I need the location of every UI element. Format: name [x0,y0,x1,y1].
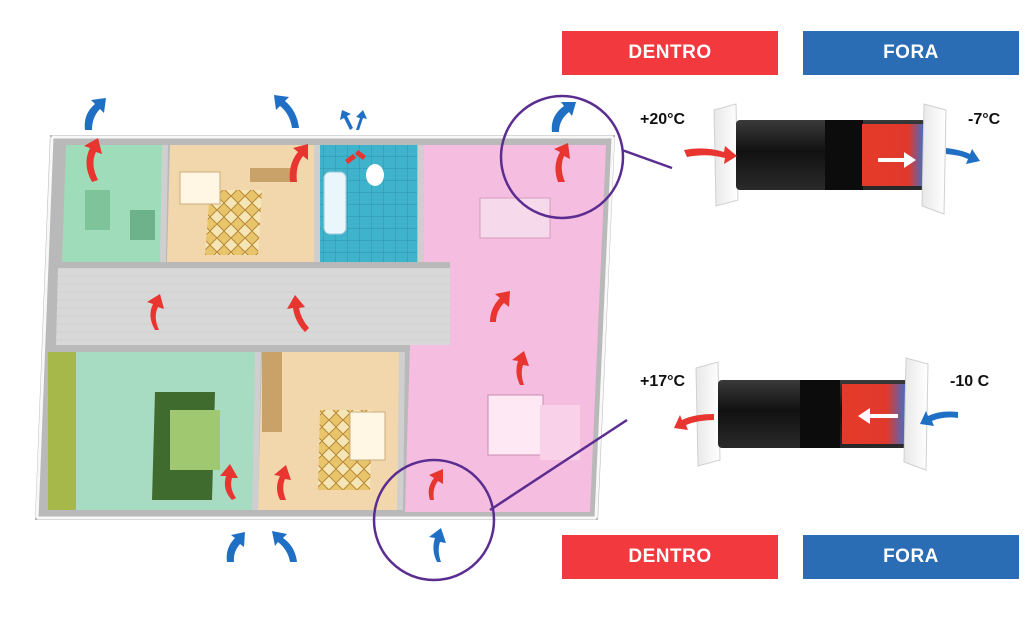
red-airflow-arrow-icon [84,138,102,182]
red-airflow-arrow-icon [684,146,737,164]
red-airflow-arrow-icon [674,414,714,430]
room-green-top [62,145,163,262]
red-airflow-arrow-icon [147,294,164,330]
top-outside-temp: -7°C [968,111,1001,128]
top-outside-label: FORA [803,31,1019,75]
white-direction-arrow-icon [858,408,898,424]
red-airflow-arrow-icon [274,465,291,500]
warm-airflow-arrows [84,138,570,500]
bottom-outside-label: FORA [803,535,1019,579]
red-airflow-arrow-icon [512,351,529,385]
red-airflow-arrow-icon [220,464,238,500]
callouts [372,94,673,582]
callout-line-bottom [489,418,628,512]
blue-airflow-arrow-icon [429,528,446,562]
red-airflow-arrow-icon [287,295,309,332]
blue-airflow-arrow-icon [946,148,980,164]
red-airflow-arrow-icon [345,150,366,164]
cold-airflow-arrows [84,95,576,562]
ventilator-unit-bottom [674,357,958,471]
blue-airflow-arrow-icon [84,98,106,130]
blue-airflow-arrow-icon [551,102,576,132]
bottom-inside-label: DENTRO [562,535,778,579]
ventilator-unit-top [684,103,980,215]
blue-airflow-arrow-icon [274,95,299,128]
corridor [56,268,450,345]
blue-airflow-arrow-icon [272,531,297,562]
blue-airflow-arrow-icon [340,110,367,130]
heat-exchanger-top [862,124,924,186]
blue-airflow-arrow-icon [226,532,245,562]
bottom-outside-temp: -10 C [950,373,990,390]
red-airflow-arrow-icon [289,144,308,182]
red-airflow-arrow-icon [490,291,510,322]
white-direction-arrow-icon [878,152,916,168]
red-airflow-arrow-icon [428,469,443,500]
callout-line-top [621,148,673,170]
bottom-inside-temp: +17°C [640,373,686,390]
top-inside-temp: +20°C [640,111,686,128]
floor-plan [35,135,615,520]
callout-circle-bottom [372,458,496,582]
room-green-bottom [48,352,255,510]
top-inside-label: DENTRO [562,31,778,75]
blue-airflow-arrow-icon [920,411,958,426]
red-airflow-arrow-icon [554,143,570,182]
callout-circle-top [499,94,625,220]
